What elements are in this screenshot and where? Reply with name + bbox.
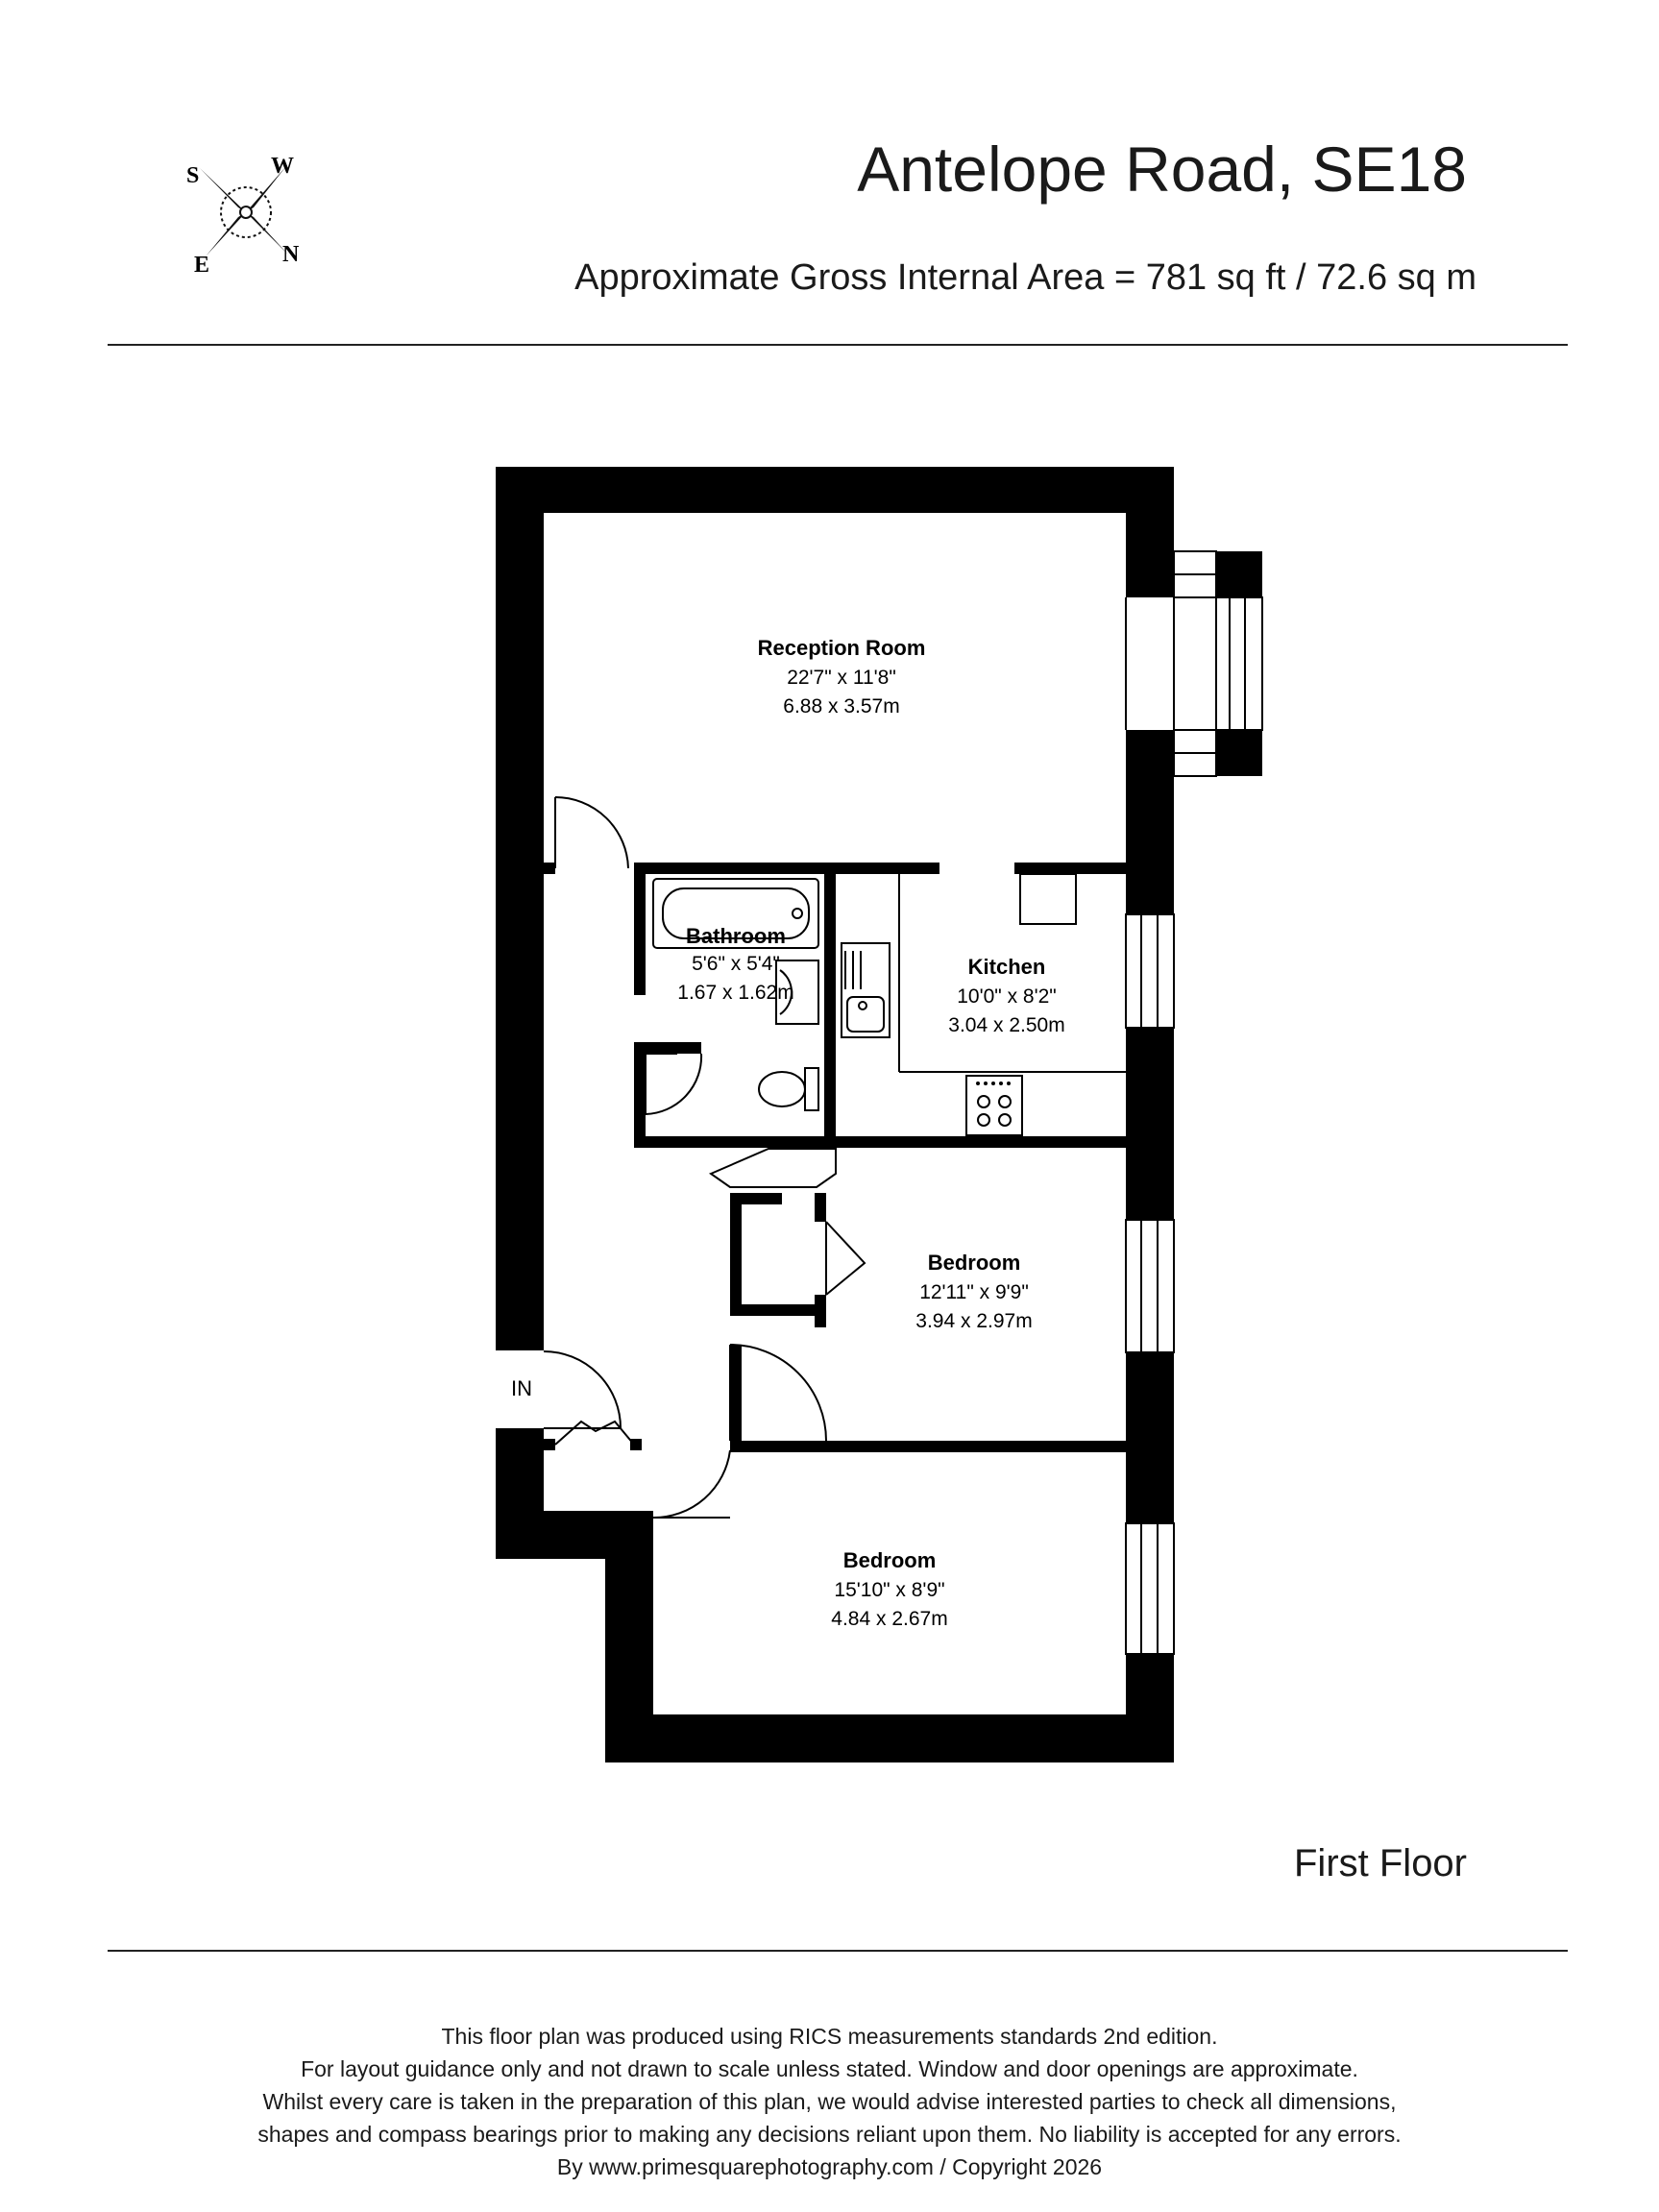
toilet-bowl [758,1071,806,1107]
kitchen-imperial: 10'0" x 8'2" [957,985,1057,1008]
floor-label: First Floor [1294,1842,1467,1884]
reception-room-imperial: 22'7" x 11'8" [787,667,896,689]
cooker [965,1075,1023,1136]
toilet-cistern [804,1067,819,1111]
compass-rose: S W E N [186,154,300,278]
disclaimer-line: shapes and compass bearings prior to mak… [257,2122,1402,2147]
room-labels: Reception Room 22'7" x 11'8" 6.88 x 3.57… [677,636,1064,1630]
bathroom-imperial: 5'6" x 5'4" [692,953,780,975]
reception-room-name: Reception Room [758,636,926,660]
compass-n-label: N [282,242,300,267]
hob-ring [998,1113,1012,1127]
compass-e-label: E [194,253,209,278]
header-divider [108,344,1568,346]
fridge-unit [1019,873,1077,925]
kitchen-name: Kitchen [968,955,1046,979]
disclaimer-line: For layout guidance only and not drawn t… [301,2056,1358,2081]
compass-point-n [246,212,288,255]
hob-ring [998,1095,1012,1108]
bedroom-1-name: Bedroom [928,1251,1021,1275]
compass-circle [220,186,272,238]
hob-ring [977,1095,990,1108]
bathroom-metric: 1.67 x 1.62m [677,982,793,1004]
page-title: Antelope Road, SE18 [857,134,1467,205]
bedroom-2-imperial: 15'10" x 8'9" [834,1579,944,1601]
bedroom-2-metric: 4.84 x 2.67m [831,1608,947,1630]
bedroom-1-imperial: 12'11" x 9'9" [919,1281,1029,1303]
kitchen-metric: 3.04 x 2.50m [948,1014,1064,1036]
kitchen-sink-bowl [846,996,885,1033]
fixtures [652,873,1126,1136]
area-summary: Approximate Gross Internal Area = 781 sq… [574,257,1476,298]
walls [496,467,1262,1762]
hob-ring [977,1113,990,1127]
compass-point-w [246,166,286,212]
reception-room-metric: 6.88 x 3.57m [783,695,899,717]
sink-basin [779,969,793,1015]
disclaimer-line: Whilst every care is taken in the prepar… [262,2089,1397,2114]
copyright-line: By www.primesquarephotography.com / Copy… [556,2154,1103,2179]
bathroom-sink [775,960,819,1025]
windows [1125,550,1263,1655]
entrance-label: IN [511,1376,532,1400]
bedroom-1-metric: 3.94 x 2.97m [915,1310,1032,1332]
doors [543,796,866,1519]
compass-w-label: W [271,154,294,179]
footer-divider [108,1950,1568,1952]
disclaimer: This floor plan was produced using RICS … [0,2020,1659,2183]
bathroom-name: Bathroom [686,924,786,948]
bathtub-basin [662,887,810,939]
bath-tap [792,908,803,919]
compass-point-e [206,212,246,256]
disclaimer-line: This floor plan was produced using RICS … [441,2024,1218,2049]
compass-point-s [200,168,246,212]
compass-s-label: S [186,163,199,188]
bedroom-2-name: Bedroom [843,1548,937,1572]
